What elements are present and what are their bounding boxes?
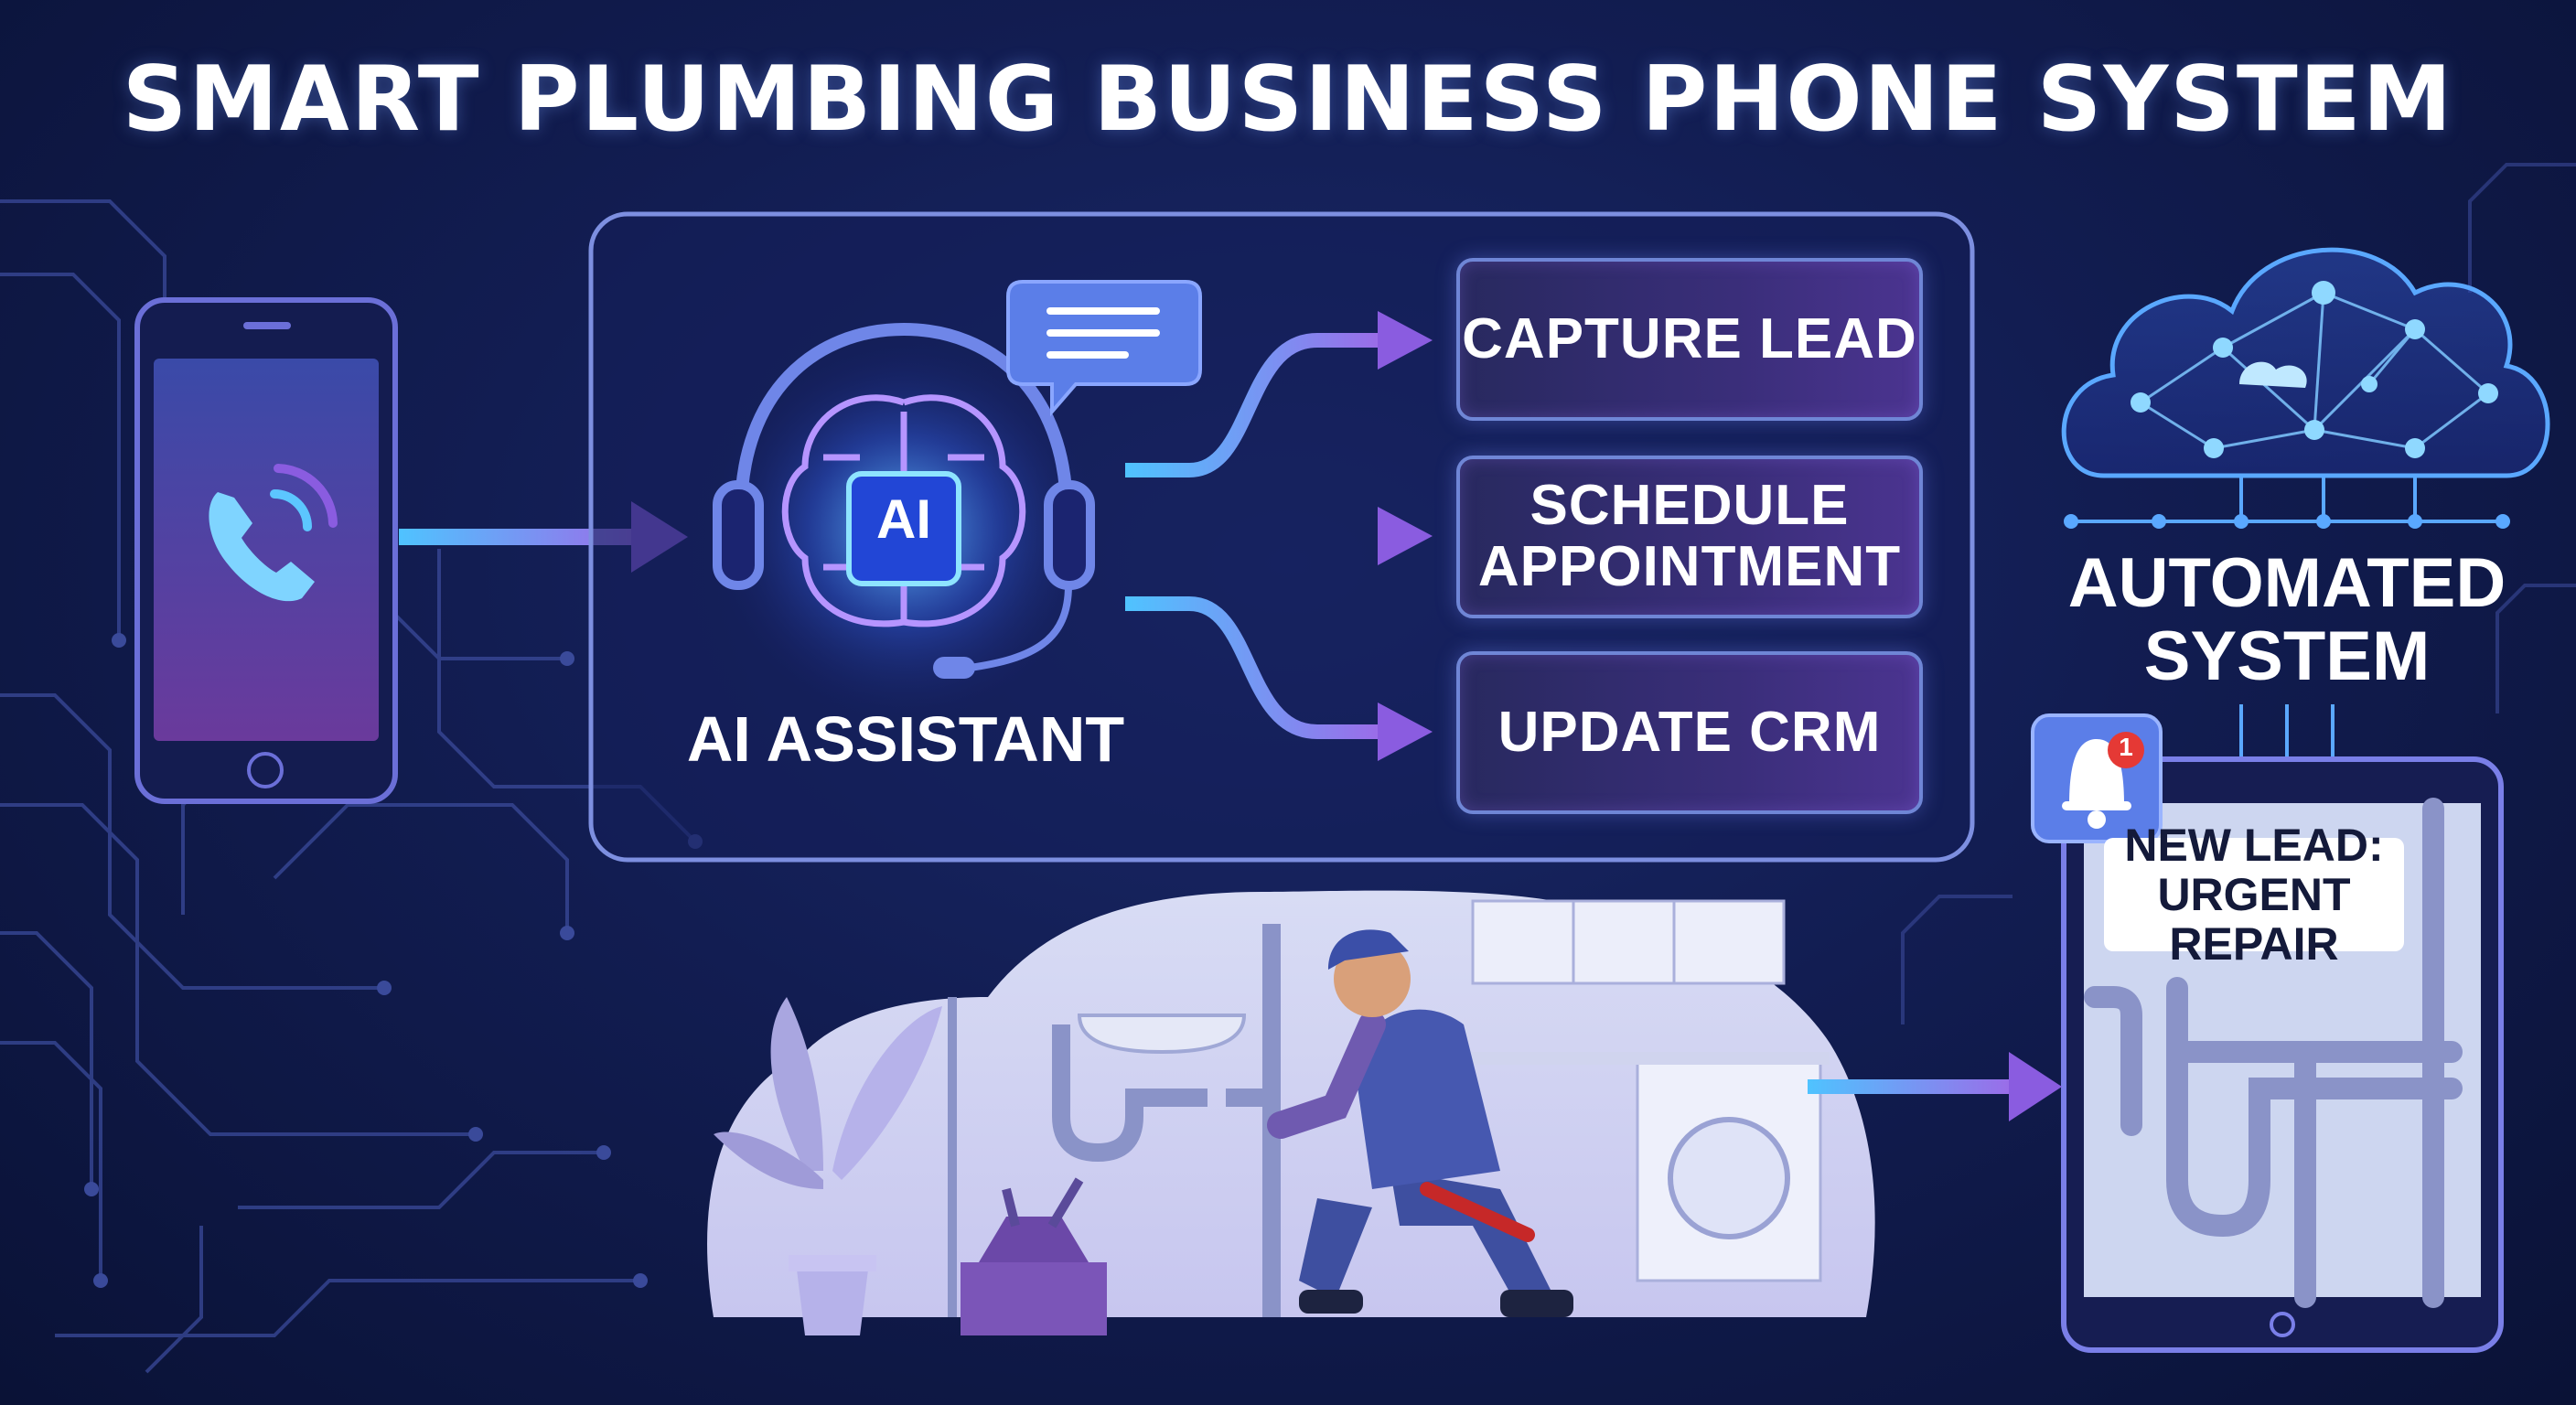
notification-badge-count: 1	[2119, 733, 2133, 761]
notification-bell-icon	[2031, 713, 2163, 843]
arrowhead-capture-lead	[1378, 311, 1433, 370]
connector-lines-to-tablet	[2239, 704, 2334, 761]
update-crm-label: UPDATE CRM	[1497, 700, 1882, 764]
page-title: SMART PLUMBING BUSINESS PHONE SYSTEM	[122, 48, 2454, 152]
schedule-label-line2: APPOINTMENT	[1477, 535, 1902, 598]
tablet-pipes-illustration	[2084, 798, 2463, 1308]
arrowhead-schedule	[1378, 507, 1433, 565]
schedule-label-line1: SCHEDULE	[1530, 474, 1850, 538]
ai-assistant-icon	[712, 322, 1096, 723]
automated-system-line1: AUTOMATED	[2067, 544, 2506, 622]
arrow-to-capture-lead	[1125, 333, 1381, 477]
ai-chip-text: AI	[876, 488, 931, 550]
capture-lead-button[interactable]: CAPTURE LEAD	[1456, 258, 1923, 421]
ai-assistant-label: AI ASSISTANT	[686, 703, 1125, 775]
arrowhead-update-crm	[1378, 702, 1433, 761]
chat-bubble-icon	[1006, 280, 1202, 417]
new-lead-notification[interactable]: NEW LEAD: URGENT REPAIR	[2104, 820, 2404, 969]
arrow-scene-to-tablet	[1808, 1052, 2062, 1121]
phone-call-icon	[209, 464, 338, 602]
circuit-traces-right	[1901, 163, 2576, 1024]
update-crm-button[interactable]: UPDATE CRM	[1456, 651, 1923, 814]
plumber-scene-illustration	[707, 890, 1875, 1335]
automated-system-label: AUTOMATED SYSTEM	[2067, 547, 2506, 693]
automated-system-line2: SYSTEM	[2143, 617, 2431, 695]
schedule-appointment-button[interactable]: SCHEDULE APPOINTMENT	[1456, 456, 1923, 618]
notification-line1: NEW LEAD:	[2124, 820, 2384, 871]
smartphone-icon	[134, 297, 398, 804]
circuit-traces-left	[0, 199, 697, 1374]
arrow-to-update-crm	[1125, 596, 1381, 739]
capture-lead-label: CAPTURE LEAD	[1462, 306, 1917, 370]
notification-line2: URGENT REPAIR	[2157, 869, 2351, 970]
brain-icon	[781, 394, 1026, 627]
cloud-network-icon	[2061, 247, 2550, 529]
